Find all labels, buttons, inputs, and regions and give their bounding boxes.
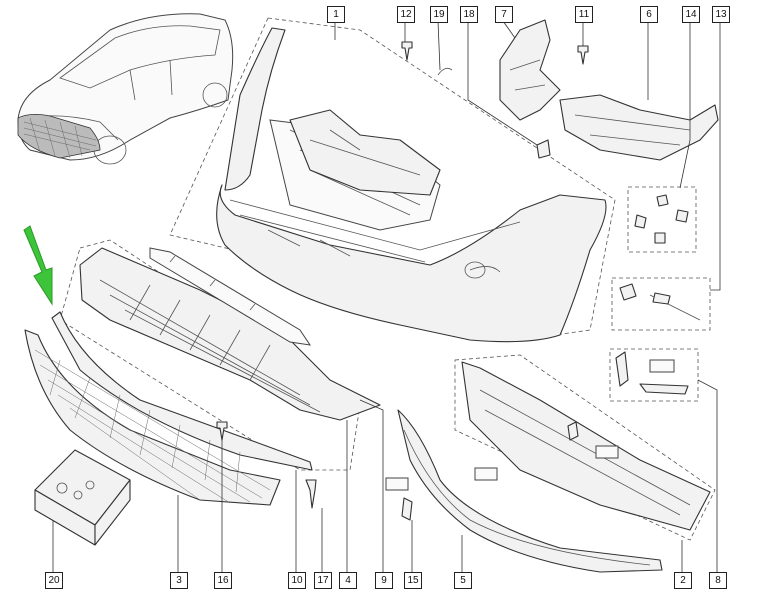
callout-15[interactable]: 15: [404, 572, 422, 589]
callout-19[interactable]: 19: [430, 6, 448, 23]
callout-13[interactable]: 13: [712, 6, 730, 23]
callout-10[interactable]: 10: [288, 572, 306, 589]
callout-20[interactable]: 20: [45, 572, 63, 589]
clip-strip-part-10[interactable]: [149, 247, 312, 346]
fastener-kit-13[interactable]: [611, 277, 711, 331]
clip-part-19[interactable]: [437, 67, 453, 76]
callout-14[interactable]: 14: [682, 6, 700, 23]
callout-17[interactable]: 17: [314, 572, 332, 589]
screw-part-12[interactable]: [401, 41, 413, 61]
screw-part-11[interactable]: [577, 45, 589, 65]
callout-6[interactable]: 6: [640, 6, 658, 23]
callout-16[interactable]: 16: [214, 572, 232, 589]
fixings-box-part-20[interactable]: [34, 449, 131, 546]
bracket-part-6[interactable]: [559, 94, 719, 161]
leader-lines: [52, 20, 721, 572]
callout-11[interactable]: 11: [575, 6, 593, 23]
upper-cover-part[interactable]: [289, 109, 441, 196]
cap-part-18[interactable]: [536, 139, 551, 159]
callout-8[interactable]: 8: [709, 572, 727, 589]
grille-frame-part-9[interactable]: [51, 311, 313, 471]
highlight-arrow: [23, 225, 53, 306]
car-overview-illustration: [17, 13, 234, 165]
lower-panel-part-2[interactable]: [454, 354, 716, 541]
callout-5[interactable]: 5: [454, 572, 472, 589]
bracket-part-7[interactable]: [499, 19, 561, 121]
callout-12[interactable]: 12: [397, 6, 415, 23]
callout-9[interactable]: 9: [375, 572, 393, 589]
screw-part-16[interactable]: [216, 421, 228, 441]
fastener-kit-14[interactable]: [627, 186, 697, 253]
callout-3[interactable]: 3: [170, 572, 188, 589]
grille-mesh-part-3[interactable]: [24, 329, 281, 506]
rivet-part-17[interactable]: [305, 479, 317, 509]
callout-7[interactable]: 7: [495, 6, 513, 23]
callout-1[interactable]: 1: [327, 6, 345, 23]
callout-4[interactable]: 4: [339, 572, 357, 589]
clip-part-15[interactable]: [385, 477, 413, 521]
callout-2[interactable]: 2: [674, 572, 692, 589]
fastener-kit-8[interactable]: [609, 348, 699, 402]
callout-18[interactable]: 18: [460, 6, 478, 23]
lip-spoiler-part-5[interactable]: [397, 409, 663, 573]
